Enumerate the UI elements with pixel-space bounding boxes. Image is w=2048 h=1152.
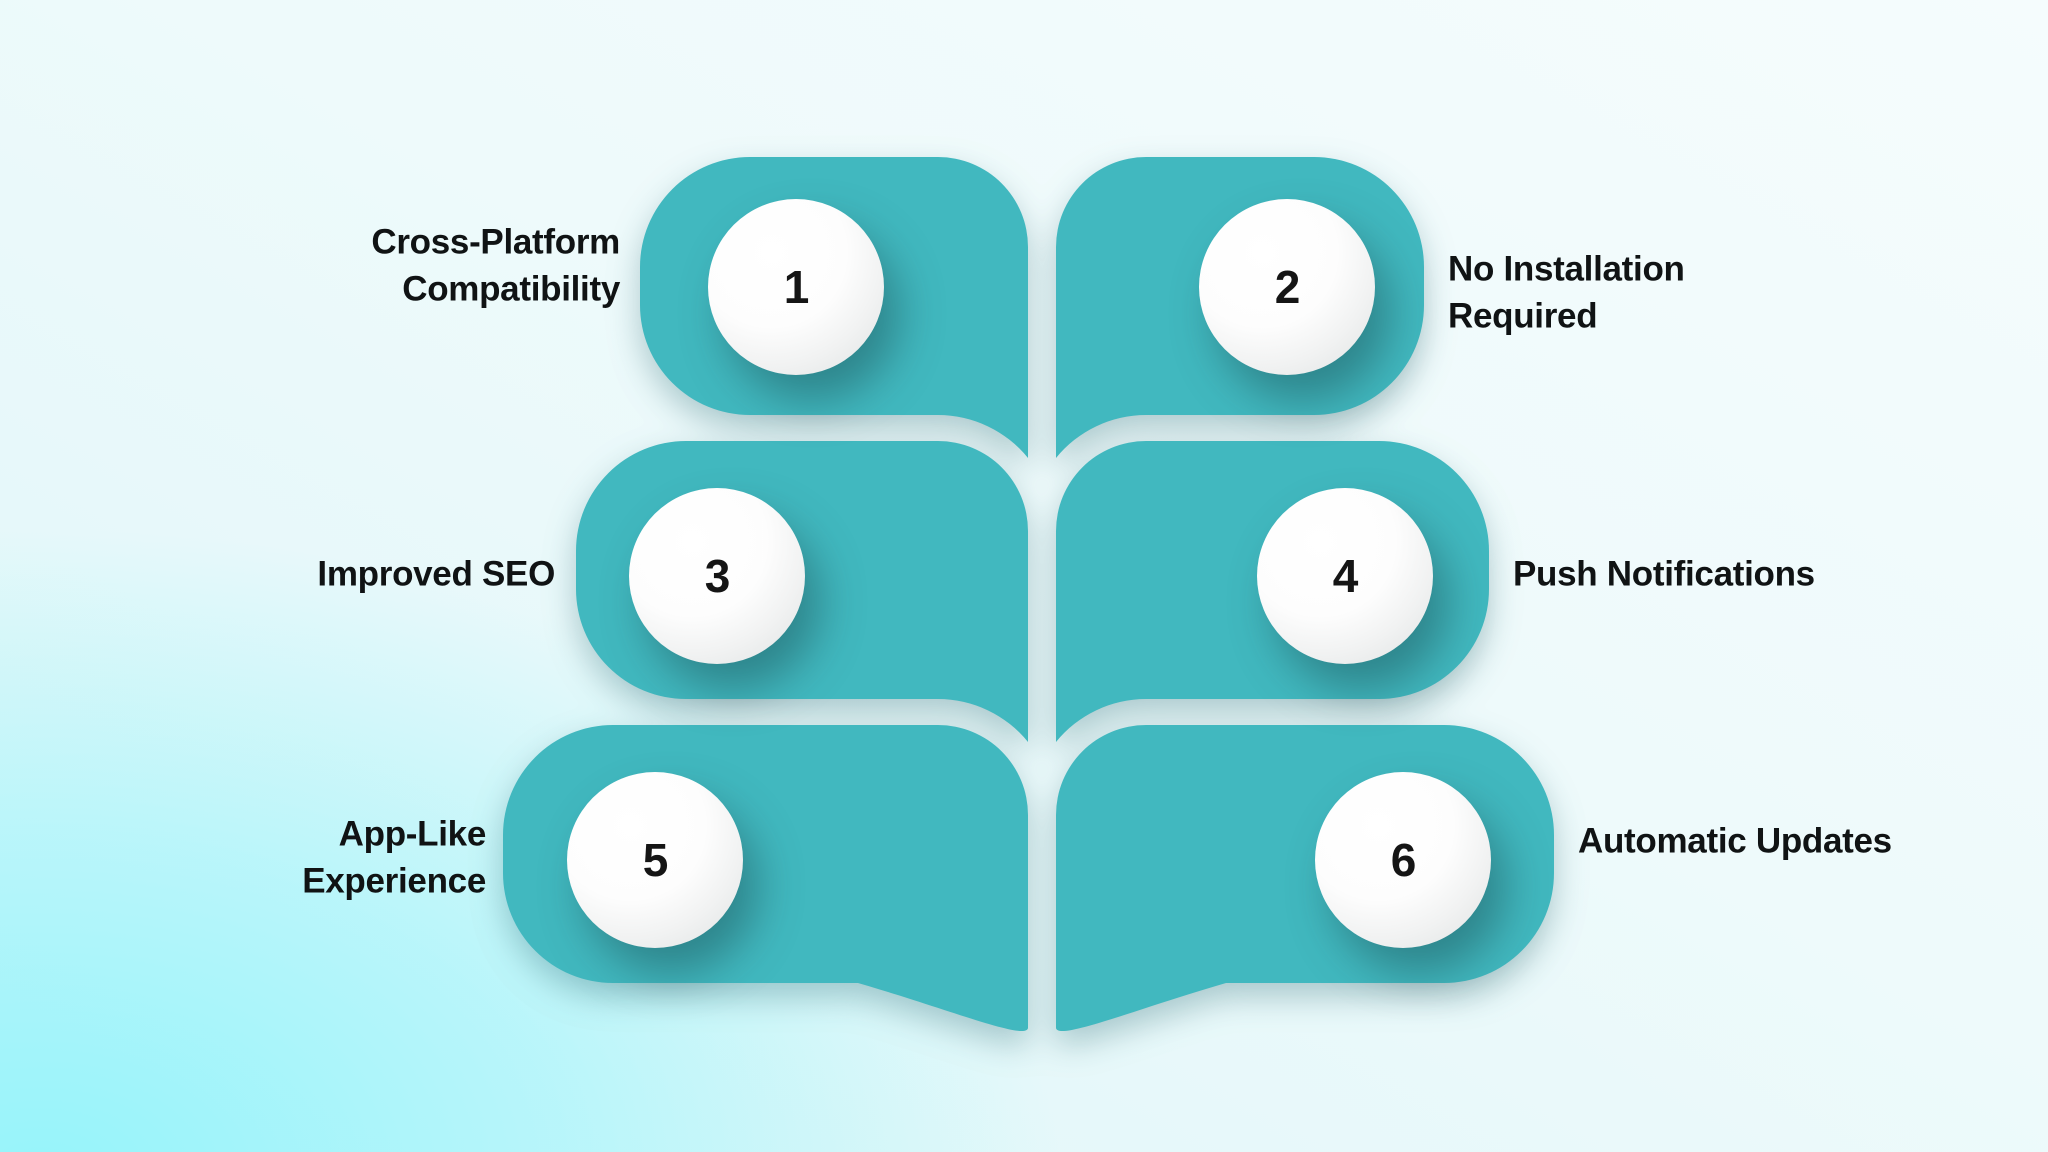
step-circle-3: 3 <box>629 488 805 664</box>
step-number-1: 1 <box>783 261 810 313</box>
step-label-6: Automatic Updates <box>1578 821 1892 861</box>
step-number-5: 5 <box>642 834 669 886</box>
step-label-3: Improved SEO <box>317 554 555 594</box>
step-number-4: 4 <box>1332 550 1359 602</box>
step-label-4: Push Notifications <box>1513 554 1815 594</box>
step-number-6: 6 <box>1390 834 1417 886</box>
step-circle-5: 5 <box>567 772 743 948</box>
step-number-3: 3 <box>704 550 731 602</box>
step-label-2: No Installation Required <box>1448 249 1685 335</box>
step-circle-6: 6 <box>1315 772 1491 948</box>
step-circle-4: 4 <box>1257 488 1433 664</box>
step-circle-2: 2 <box>1199 199 1375 375</box>
step-label-1: Cross-Platform Compatibility <box>371 222 620 308</box>
step-circle-1: 1 <box>708 199 884 375</box>
step-number-2: 2 <box>1274 261 1301 313</box>
step-label-5: App-Like Experience <box>302 814 486 900</box>
